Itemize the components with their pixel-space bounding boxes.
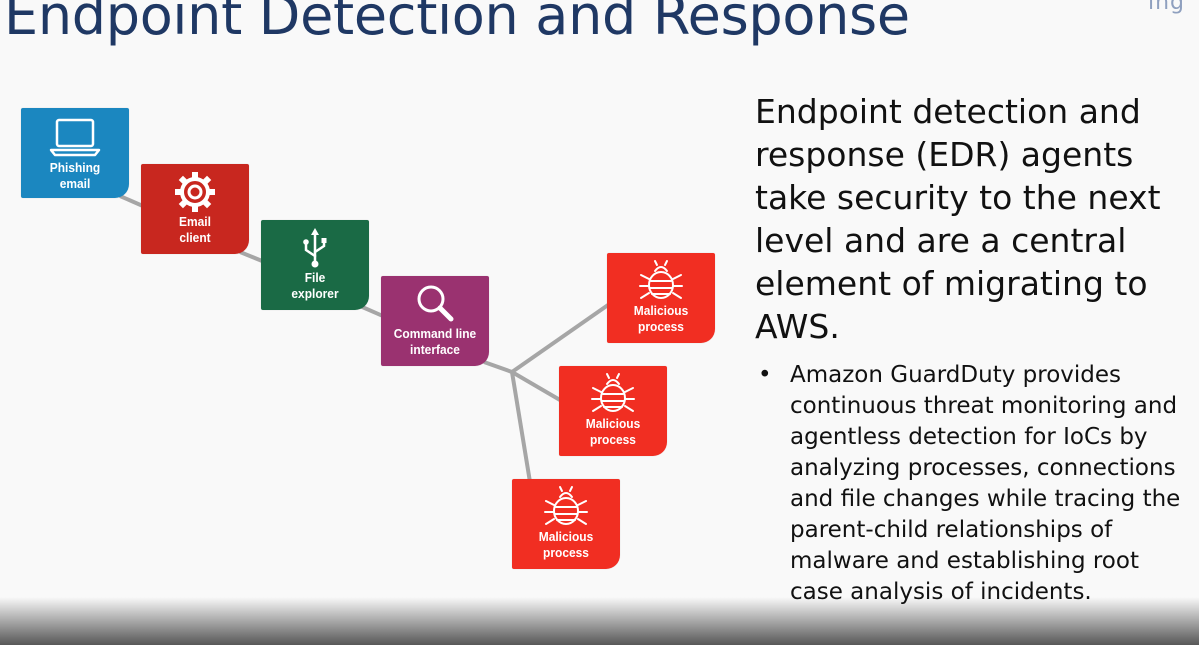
node-label: Malicious process [633, 303, 689, 334]
node-label: Command line interface [393, 326, 477, 357]
node-file-explorer: File explorer [261, 220, 369, 310]
node-label: Phishing email [49, 160, 101, 191]
node-label: Malicious process [585, 416, 641, 447]
node-malicious-process: Malicious process [559, 366, 667, 456]
node-malicious-process: Malicious process [512, 479, 620, 569]
gear-icon [175, 172, 215, 212]
node-email-client: Email client [141, 164, 249, 254]
node-label: Malicious process [538, 529, 594, 560]
node-command-line: Command line interface [381, 276, 489, 366]
usb-icon [303, 228, 327, 268]
node-label: File explorer [291, 270, 339, 301]
bug-icon [591, 373, 635, 412]
headline-text: Endpoint detection and response (EDR) ag… [755, 92, 1161, 346]
link-cmd-hub [483, 360, 513, 374]
bug-icon [639, 260, 683, 299]
corner-text: ing [1147, 0, 1185, 15]
link-hub-mal3 [510, 371, 532, 483]
slide-title: Endpoint Detection and Response [4, 0, 910, 47]
node-label: Email client [179, 214, 211, 245]
link-hub-mal2 [510, 370, 562, 402]
magnifier-icon [417, 285, 454, 322]
bullet-text: Amazon GuardDuty provides continuous thr… [790, 362, 1181, 605]
laptop-icon [49, 118, 101, 157]
bullet-marker: • [758, 362, 772, 388]
node-malicious-process: Malicious process [607, 253, 715, 343]
link-hub-mal1 [510, 303, 610, 374]
node-phishing-email: Phishing email [21, 108, 129, 198]
bug-icon [544, 486, 588, 525]
